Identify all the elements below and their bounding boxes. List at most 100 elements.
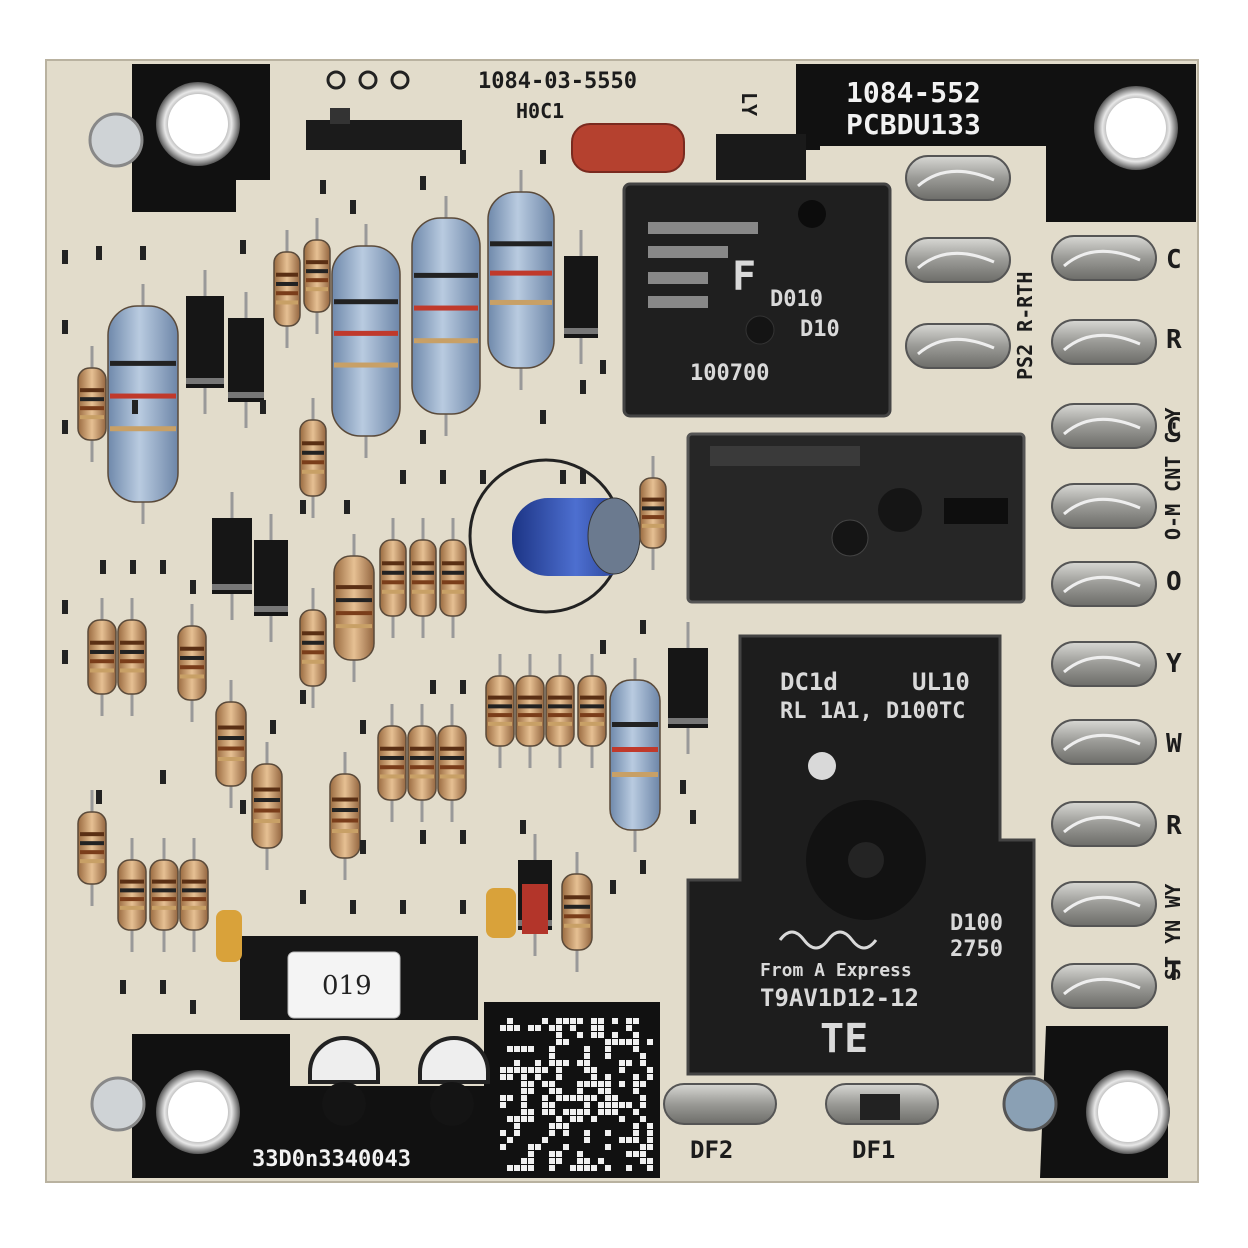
qr-cell	[521, 1109, 527, 1115]
qr-cell	[633, 1039, 639, 1045]
silk-mark	[540, 150, 546, 164]
qr-cell	[626, 1137, 632, 1143]
relay-1: F D010 D10 100700	[622, 182, 892, 418]
relay1-code-4: 100700	[690, 361, 769, 386]
qr-cell	[619, 1116, 625, 1122]
resistor	[333, 534, 375, 682]
qr-cell	[633, 1109, 639, 1115]
terminal-label-2: C	[1166, 413, 1182, 443]
silk-mark	[62, 320, 68, 334]
silk-mark	[160, 770, 166, 784]
qr-cell	[500, 1067, 506, 1073]
resistor	[251, 742, 283, 870]
spade-terminal	[1051, 483, 1157, 529]
qr-cell	[577, 1060, 583, 1066]
terminal-label-6: R	[1166, 811, 1182, 841]
silk-mark	[320, 180, 326, 194]
qr-cell	[626, 1165, 632, 1171]
qr-cell	[500, 1095, 506, 1101]
resistor-array	[77, 170, 667, 972]
spade-terminal	[1051, 801, 1157, 847]
qr-cell	[577, 1109, 583, 1115]
qr-cell	[577, 1165, 583, 1171]
qr-cell	[584, 1067, 590, 1073]
terminal-label-4: Y	[1166, 649, 1182, 679]
silk-mark	[580, 380, 586, 394]
qr-cell	[605, 1039, 611, 1045]
qr-cell	[626, 1018, 632, 1024]
qr-cell	[598, 1158, 604, 1164]
power-resistor	[107, 284, 179, 524]
qr-cell	[647, 1067, 653, 1073]
spade-terminal	[905, 155, 1011, 201]
silk-mark	[300, 890, 306, 904]
relay-3-te: UL10 DC1d RL 1A1, D100TC D100 2750 From …	[686, 634, 1036, 1076]
qr-cell	[619, 1039, 625, 1045]
qr-cell	[577, 1158, 583, 1164]
resistor	[515, 654, 545, 768]
qr-cell	[591, 1116, 597, 1122]
qr-cell	[521, 1102, 527, 1108]
qr-cell	[605, 1144, 611, 1150]
qr-cell	[640, 1060, 646, 1066]
silk-mark	[190, 1000, 196, 1014]
qr-cell	[549, 1088, 555, 1094]
qr-cell	[556, 1060, 562, 1066]
silk-mark	[300, 500, 306, 514]
qr-cell	[633, 1032, 639, 1038]
qr-cell	[570, 1018, 576, 1024]
model-header: PCBDU133	[846, 108, 981, 141]
relay-code-dc: DC1d	[780, 668, 838, 696]
qr-cell	[535, 1060, 541, 1066]
qr-cell	[584, 1165, 590, 1171]
qr-pad	[484, 1002, 660, 1178]
qr-cell	[528, 1165, 534, 1171]
spade-terminal	[905, 237, 1011, 283]
header-connector	[306, 70, 462, 150]
qr-cell	[598, 1032, 604, 1038]
silk-mark	[190, 580, 196, 594]
silk-mark	[460, 680, 466, 694]
resistor	[77, 790, 107, 906]
relay-code-ul: UL10	[912, 668, 970, 696]
sub-label-top: H0C1	[516, 99, 564, 123]
silk-mark	[130, 560, 136, 574]
qr-cell	[556, 1095, 562, 1101]
silk-mark	[460, 900, 466, 914]
qr-cell	[619, 1067, 625, 1073]
qr-cell	[521, 1165, 527, 1171]
silk-mark	[540, 410, 546, 424]
qr-cell	[556, 1067, 562, 1073]
qr-cell	[563, 1018, 569, 1024]
qr-cell	[640, 1158, 646, 1164]
power-resistor	[487, 170, 555, 390]
qr-cell	[563, 1144, 569, 1150]
qr-cell	[647, 1137, 653, 1143]
resistor	[577, 654, 607, 768]
qr-cell	[591, 1165, 597, 1171]
silk-mark	[96, 790, 102, 804]
data-matrix-code	[500, 1018, 653, 1171]
qr-cell	[535, 1144, 541, 1150]
qr-cell	[556, 1151, 562, 1157]
silk-mark	[62, 420, 68, 434]
qr-cell	[570, 1095, 576, 1101]
qr-cell	[591, 1074, 597, 1080]
qr-cell	[626, 1039, 632, 1045]
qr-cell	[633, 1137, 639, 1143]
qr-cell	[577, 1032, 583, 1038]
qr-cell	[591, 1067, 597, 1073]
qr-cell	[556, 1039, 562, 1045]
resistor	[299, 398, 327, 518]
power-resistor	[411, 196, 481, 436]
qr-cell	[549, 1102, 555, 1108]
qr-cell	[556, 1074, 562, 1080]
qr-cell	[549, 1123, 555, 1129]
qr-cell	[619, 1102, 625, 1108]
qr-cell	[633, 1074, 639, 1080]
silk-mark	[400, 900, 406, 914]
silk-mark	[420, 176, 426, 190]
qr-cell	[591, 1032, 597, 1038]
qr-cell	[626, 1060, 632, 1066]
qr-cell	[605, 1095, 611, 1101]
